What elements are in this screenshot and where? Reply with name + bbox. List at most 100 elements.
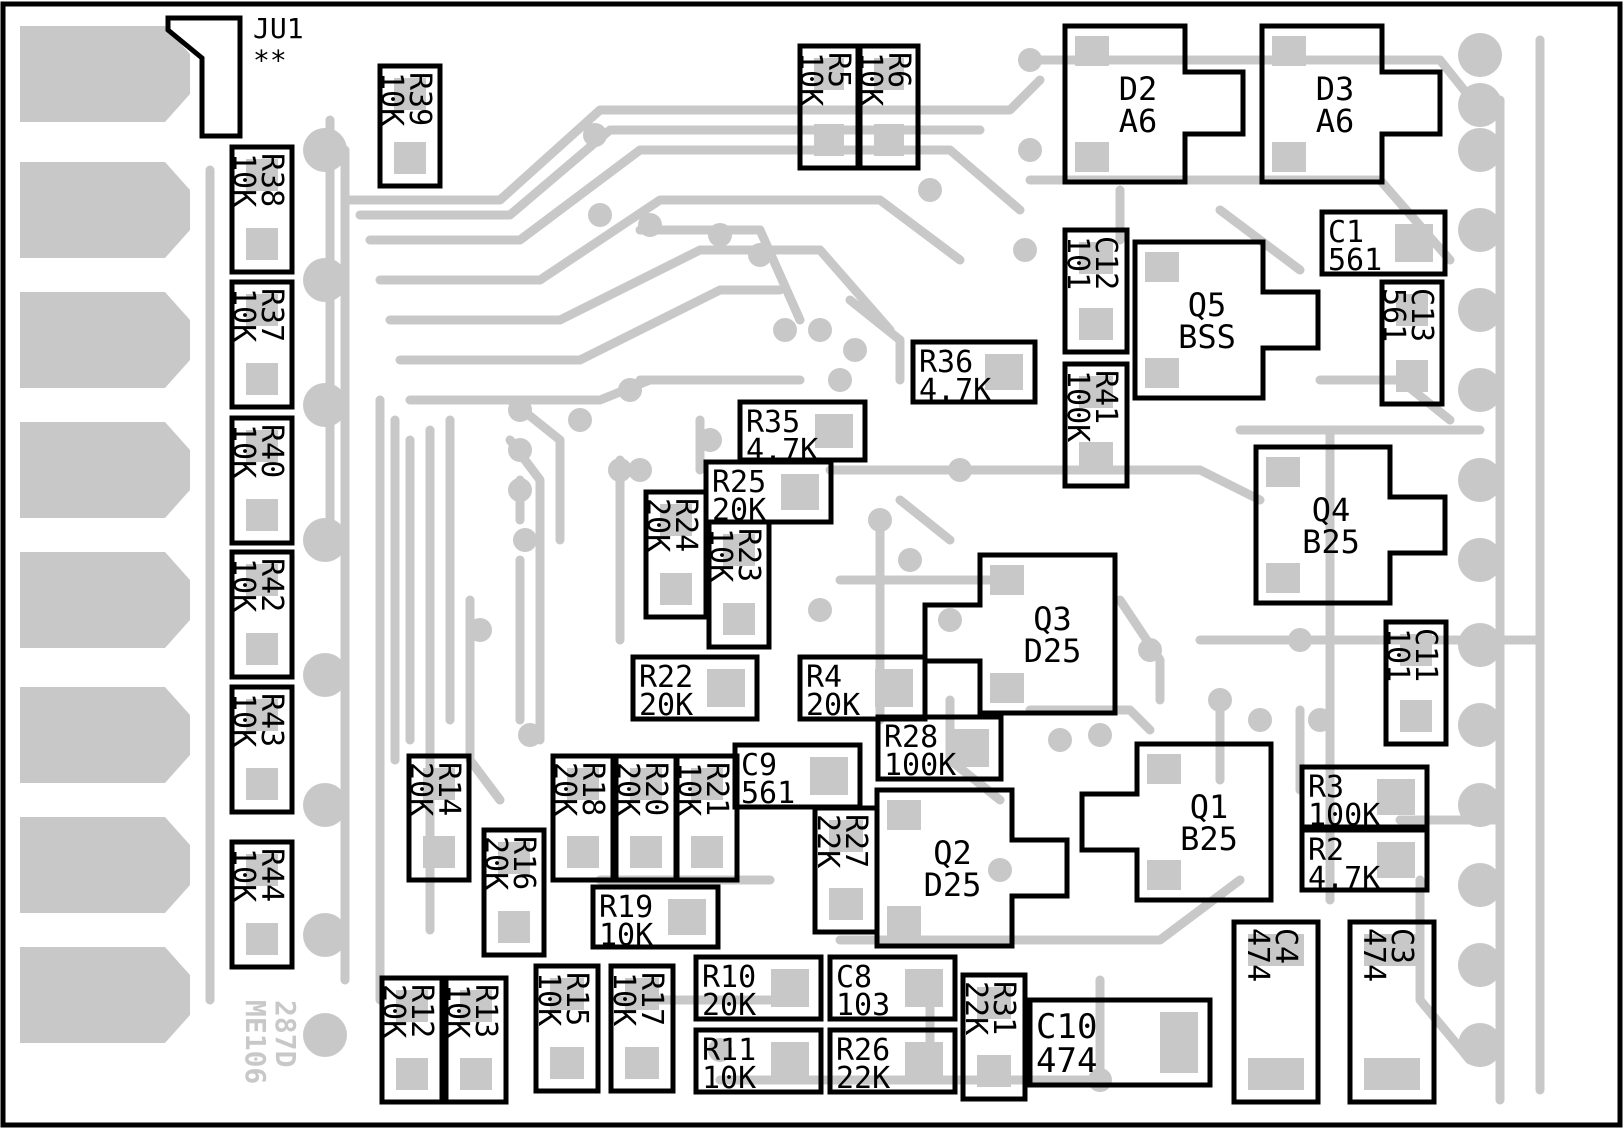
component-ref-label: R43 — [254, 693, 289, 747]
component-ref-label: R36 — [919, 345, 973, 380]
component-value-label: 561 — [1328, 243, 1382, 278]
component-value-label: 101 — [1060, 236, 1095, 290]
component-ref-label: R12 — [404, 984, 439, 1038]
component-ref-label: C13 — [1404, 288, 1439, 342]
component-value-label: BSS — [1178, 318, 1236, 356]
component-r2: R24.7K — [1299, 827, 1430, 896]
component-value-label: 20K — [702, 988, 756, 1023]
copper-pads — [20, 26, 1502, 1092]
component-ref-label: R25 — [712, 465, 766, 500]
component-value-label: B25 — [1302, 523, 1360, 561]
component-ref-label: R13 — [468, 984, 503, 1038]
component-value-label: 10K — [226, 288, 261, 342]
component-ref-label: R18 — [575, 762, 610, 816]
component-ref-label: R22 — [639, 660, 693, 695]
component-ref-label: R26 — [836, 1033, 890, 1068]
component-ref-label: R5 — [821, 52, 856, 88]
component-value-label: 20K — [478, 836, 513, 890]
component-value-label: 20K — [376, 984, 411, 1038]
component-ref-label: R10 — [702, 960, 756, 995]
component-ref-label: R15 — [559, 972, 594, 1026]
component-value-label: 100K — [884, 748, 956, 783]
component-ref-label: Q2 — [933, 834, 972, 872]
component-value-label: 10K — [226, 424, 261, 478]
component-ref-label: R27 — [838, 814, 873, 868]
component-value-label: 4.7K — [919, 373, 991, 408]
component-ref-label: R38 — [254, 153, 289, 207]
component-value-label: 561 — [741, 776, 795, 811]
component-value-label: 10K — [853, 52, 888, 106]
component-ref-label: Q1 — [1190, 788, 1229, 826]
component-ref-label: R28 — [884, 720, 938, 755]
component-ref-label: C8 — [836, 960, 872, 995]
components: R3910KR3810KR3710KR4010KR4210KR4310KR441… — [226, 23, 1449, 1105]
component-value-label: 103 — [836, 988, 890, 1023]
component-value-label: 20K — [547, 762, 582, 816]
component-ref-label: R19 — [599, 890, 653, 925]
component-value-label: 100K — [1308, 798, 1380, 833]
component-value-label: 22K — [836, 1061, 890, 1096]
component-value-label: A6 — [1316, 102, 1355, 140]
component-ref-label: C4 — [1268, 928, 1303, 964]
component-ref-label: R11 — [702, 1033, 756, 1068]
component-value-label: 10K — [531, 972, 566, 1026]
component-ref-label: C10 — [1036, 1007, 1097, 1047]
component-ref-label: R23 — [731, 528, 766, 582]
component-value-label: D25 — [924, 866, 982, 904]
component-value-label: 10K — [374, 72, 409, 126]
component-value-label: 22K — [958, 981, 993, 1035]
component-value-label: 10K — [226, 693, 261, 747]
component-ref-label: C9 — [741, 748, 777, 783]
component-value-label: 10K — [599, 918, 653, 953]
component-ref-label: R37 — [254, 288, 289, 342]
component-value-label: 10K — [606, 972, 641, 1026]
component-ref-label: Q5 — [1188, 286, 1227, 324]
component-value-label: 101 — [1380, 628, 1415, 682]
component-ref-label: R16 — [506, 836, 541, 890]
component-value-label: 4.7K — [1308, 861, 1380, 896]
component-ref-label: R24 — [668, 498, 703, 552]
component-ref-label: R41 — [1088, 370, 1123, 424]
component-ref-label: D2 — [1119, 70, 1158, 108]
component-value-label: 20K — [806, 688, 860, 723]
component-value-label: 10K — [703, 528, 738, 582]
